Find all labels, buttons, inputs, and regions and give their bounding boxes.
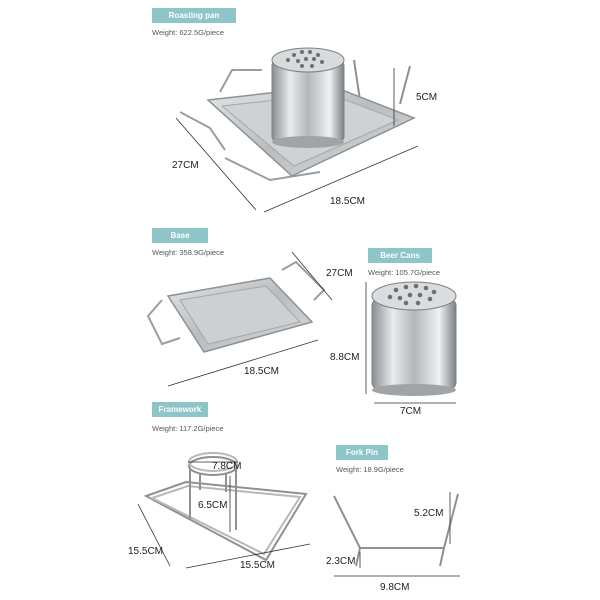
- framework-tag: Framework: [152, 402, 208, 417]
- framework-dim-ring: 7.8CM: [212, 461, 242, 472]
- roasting-pan-dimension-lines: [175, 68, 419, 213]
- fork-pin-dimension-lines: [334, 492, 460, 577]
- base-dim-length: 18.5CM: [244, 366, 280, 377]
- beer-cans-tag: Beer Cans: [368, 248, 432, 263]
- fork-pin-image: [333, 493, 459, 567]
- base-image: [146, 260, 326, 353]
- beer-can-dimension-lines: [365, 282, 456, 404]
- beer-cans-dim-height: 8.8CM: [330, 352, 360, 363]
- beer-cans-weight: Weight: 105.7G/piece: [368, 268, 440, 277]
- roasting-pan-image: [179, 47, 416, 182]
- framework-dimension-lines: [137, 461, 311, 569]
- fork-pin-dim-base: 2.3CM: [326, 556, 356, 567]
- framework-dim-height: 6.5CM: [198, 500, 228, 511]
- roasting-pan-dim-width: 27CM: [172, 160, 199, 171]
- fork-pin-dim-height: 5.2CM: [414, 508, 444, 519]
- base-weight: Weight: 358.9G/piece: [152, 248, 224, 257]
- base-tag: Base: [152, 228, 208, 243]
- roasting-pan-tag: Roasting pan: [152, 8, 236, 23]
- fork-pin-dim-width: 9.8CM: [380, 582, 410, 593]
- roasting-pan-weight: Weight: 622.5G/piece: [152, 28, 224, 37]
- base-dimension-lines: [167, 251, 333, 387]
- framework-dim-length: 15.5CM: [240, 560, 276, 571]
- base-dim-width: 27CM: [326, 268, 353, 279]
- framework-dim-width: 15.5CM: [128, 546, 164, 557]
- roasting-pan-dim-length: 18.5CM: [330, 196, 366, 207]
- fork-pin-tag: Fork Pin: [336, 445, 388, 460]
- beer-can-image: [371, 281, 457, 396]
- framework-weight: Weight: 117.2G/piece: [152, 424, 224, 433]
- fork-pin-weight: Weight: 18.9G/piece: [336, 465, 404, 474]
- beer-cans-dim-width: 7CM: [400, 406, 422, 417]
- roasting-pan-dim-height: 5CM: [416, 92, 438, 103]
